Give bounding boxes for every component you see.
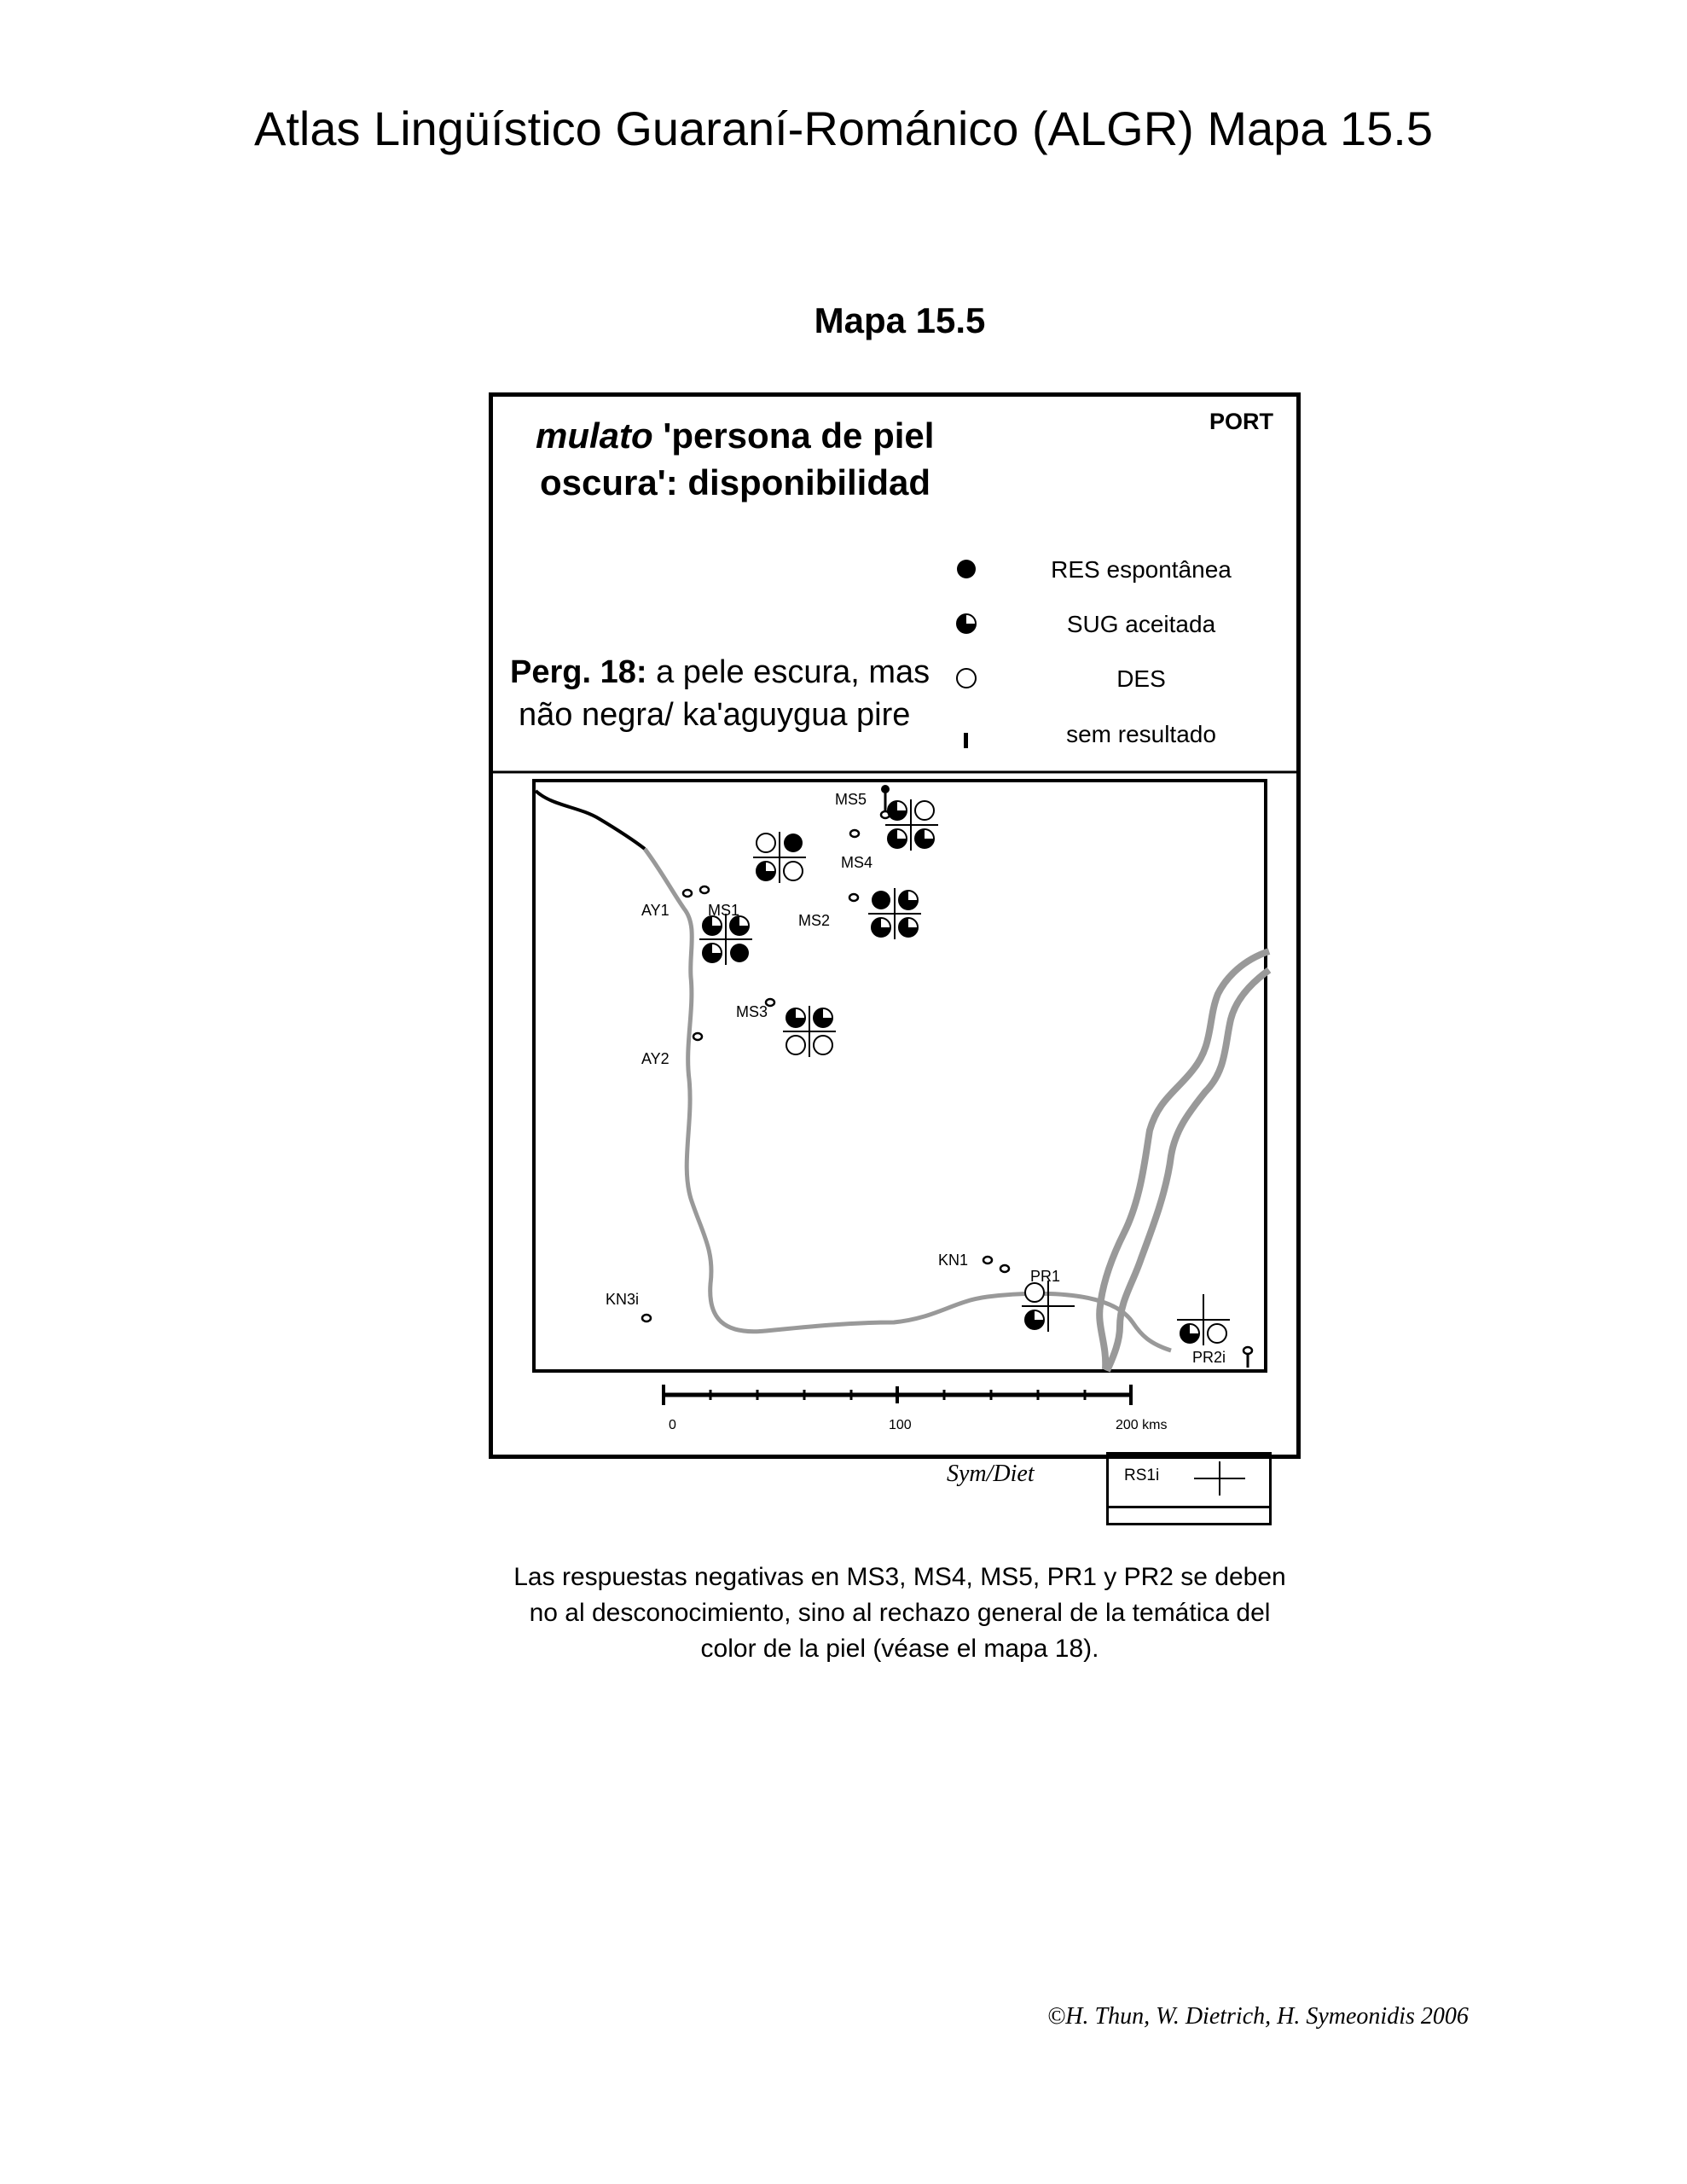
signature: Sym/Diet	[947, 1461, 1035, 1487]
legend-label: SUG aceitada	[1067, 611, 1216, 637]
svg-text:PR1: PR1	[1030, 1268, 1060, 1285]
locality-MS3: MS3	[736, 997, 776, 1020]
svg-text:100: 100	[889, 1418, 912, 1432]
locality-MS1: MS1	[699, 885, 739, 919]
svg-text:MS4: MS4	[841, 854, 872, 871]
legend-label: DES	[1116, 665, 1166, 692]
legend-label: sem resultado	[1066, 721, 1216, 747]
svg-text:200 kms: 200 kms	[1116, 1418, 1167, 1432]
caption: Las respuestas negativas en MS3, MS4, MS…	[426, 1560, 1373, 1667]
locality-MS4: MS4	[841, 828, 872, 871]
locality-KN3i: KN3i	[606, 1291, 652, 1323]
map-title-line1: mulato 'persona de piel	[536, 415, 934, 456]
river-parana-2	[1104, 967, 1272, 1373]
legend-label: RES espontânea	[1051, 556, 1232, 583]
locality-PR1: PR1	[999, 1263, 1060, 1285]
page-title: Atlas Lingüístico Guaraní-Románico (ALGR…	[254, 102, 1433, 155]
border-line	[534, 789, 646, 851]
svg-text:AY1: AY1	[641, 902, 670, 919]
cluster-PR2i	[1177, 1294, 1230, 1345]
map-frame: mulato 'persona de piel oscura': disponi…	[489, 392, 1301, 1459]
cross-icon	[1194, 1461, 1245, 1496]
svg-text:MS3: MS3	[736, 1003, 768, 1020]
locality-PR2i: PR2i	[1192, 1345, 1254, 1368]
legend-three-quarter-circle-icon	[956, 613, 977, 634]
svg-text:0: 0	[669, 1418, 676, 1432]
cluster-MS2	[868, 888, 921, 939]
locality-MS2: MS2	[798, 892, 860, 929]
question-line1: Perg. 18: a pele escura, mas	[510, 654, 930, 690]
question-line2: não negra/ ka'aguygua pire	[519, 697, 910, 733]
caption-line: color de la piel (véase el mapa 18).	[700, 1635, 1099, 1663]
region-tag: PORT	[1209, 409, 1274, 434]
cluster-PR1	[1022, 1281, 1075, 1332]
caption-line: Las respuestas negativas en MS3, MS4, MS…	[513, 1563, 1286, 1591]
cluster-MS4	[753, 832, 806, 883]
legend-empty-circle-icon	[956, 668, 977, 688]
svg-text:PR2i: PR2i	[1192, 1349, 1226, 1366]
svg-text:KN3i: KN3i	[606, 1291, 639, 1308]
reference-label: RS1i	[1124, 1467, 1160, 1484]
river-parana	[1096, 948, 1271, 1370]
map-heading: Mapa 15.5	[814, 300, 986, 340]
svg-text:KN1: KN1	[938, 1252, 968, 1269]
map-svg: mulato 'persona de piel oscura': disponi…	[493, 409, 1296, 1432]
svg-text:AY2: AY2	[641, 1050, 670, 1067]
cluster-MS1	[699, 914, 752, 965]
scale-bar: 0 100 200 kms	[662, 1385, 1167, 1432]
map-title-line2: oscura': disponibilidad	[540, 462, 930, 502]
caption-line: no al desconocimiento, sino al rechazo g…	[529, 1599, 1271, 1627]
cluster-MS3	[783, 1006, 836, 1057]
svg-text:MS2: MS2	[798, 912, 830, 929]
copyright: ©H. Thun, W. Dietrich, H. Symeonidis 200…	[1047, 2003, 1469, 2030]
boundary-river	[642, 847, 1172, 1353]
cluster-MS5	[885, 799, 938, 851]
svg-text:MS5: MS5	[835, 791, 867, 808]
locality-AY2: AY2	[641, 1031, 704, 1067]
legend-bar-icon	[964, 733, 968, 748]
locality-KN1: KN1	[938, 1252, 994, 1269]
reference-box: RS1i	[1106, 1452, 1272, 1525]
locality-AY1: AY1	[641, 888, 693, 919]
svg-text:MS1: MS1	[708, 902, 739, 919]
legend-full-circle-icon	[957, 560, 976, 578]
locality-MS5: MS5	[835, 785, 891, 820]
inner-map-frame	[532, 779, 1267, 1373]
